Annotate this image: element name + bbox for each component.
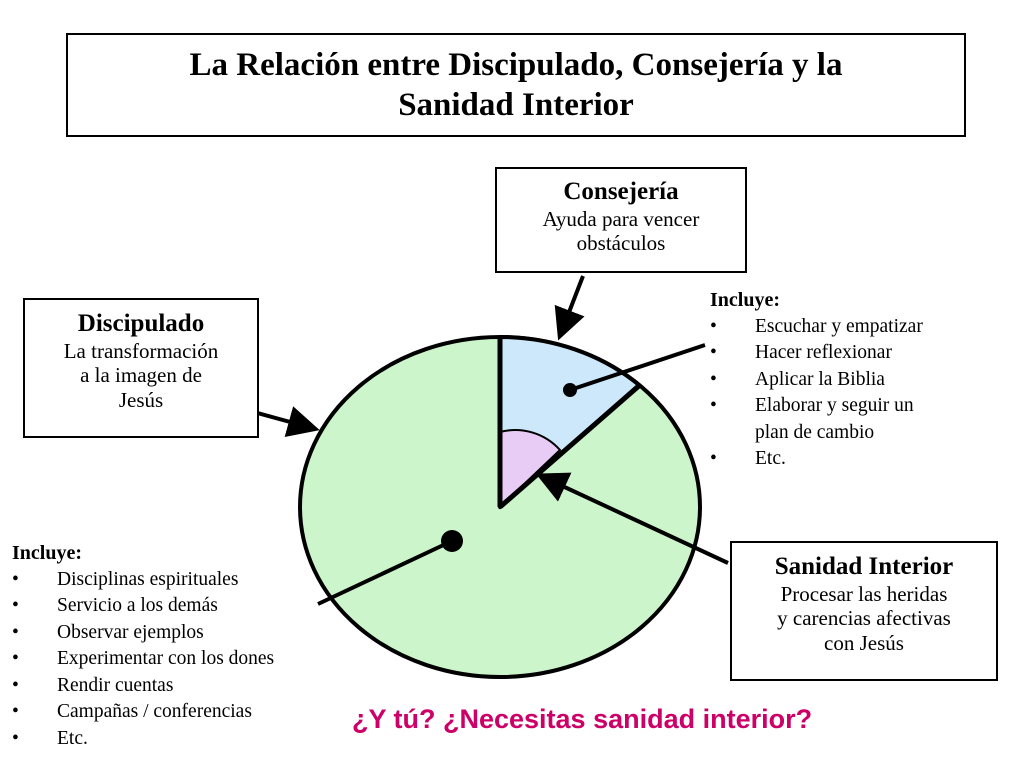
list-item-text: Etc. xyxy=(57,727,88,749)
list-item-text: Etc. xyxy=(755,448,786,469)
list-item: • Experimentar con los dones xyxy=(12,646,274,673)
discipleship-box: Discipulado La transformación a la image… xyxy=(23,298,259,438)
list-item-text: Servicio a los demás xyxy=(57,595,218,616)
counseling-arrow xyxy=(554,275,585,341)
discipleship-desc-line: a la imagen de xyxy=(80,363,202,388)
list-item-text: Escuchar y empatizar xyxy=(755,315,923,337)
list-item: • Servicio a los demás xyxy=(12,593,274,620)
list-item-text: Observar ejemplos xyxy=(57,621,204,643)
discipleship-dot xyxy=(441,530,463,552)
bullet-icon: • xyxy=(710,395,717,416)
bullet-icon: • xyxy=(12,648,19,669)
inner-healing-desc-line: Procesar las heridas xyxy=(780,581,948,606)
discipleship-desc-line: La transformación xyxy=(63,338,219,363)
inner-healing-desc-line: y carencias afectivas xyxy=(777,606,951,631)
title-box: La Relación entre Discipulado, Consejerí… xyxy=(66,33,966,137)
bullet-icon: • xyxy=(710,342,717,363)
list-item: • Campañas / conferencias xyxy=(12,699,274,726)
counseling-list-title: Incluye: xyxy=(710,289,780,311)
list-item: • Rendir cuentas xyxy=(12,673,274,700)
inner-healing-heading: Sanidad Interior xyxy=(774,553,954,580)
counseling-desc-line: Ayuda para vencer xyxy=(542,206,700,231)
bullet-icon: • xyxy=(12,674,19,696)
inner-healing-desc-line: con Jesús xyxy=(824,631,904,656)
counseling-dot xyxy=(563,383,577,397)
closing-question: ¿Y tú? ¿Necesitas sanidad interior? xyxy=(352,704,813,734)
list-item-text: Experimentar con los dones xyxy=(57,648,275,669)
bullet-icon: • xyxy=(710,315,717,337)
list-item-text: Rendir cuentas xyxy=(57,674,174,696)
inner-healing-box: Sanidad Interior Procesar las heridas y … xyxy=(730,541,998,681)
list-item-text: Campañas / conferencias xyxy=(57,701,252,722)
list-item: • Etc. xyxy=(12,726,274,753)
inner-healing-arrow xyxy=(535,472,729,565)
bullet-icon: • xyxy=(12,595,19,616)
bullet-icon: • xyxy=(12,701,19,722)
discipleship-list-pointer xyxy=(317,539,453,606)
wedge-line-diagonal xyxy=(498,383,642,509)
discipleship-list-title: Incluye: xyxy=(12,542,82,564)
list-item-continuation: plan de cambio xyxy=(710,420,923,447)
title-line-2: Sanidad Interior xyxy=(398,86,634,123)
bullet-icon: • xyxy=(710,448,717,469)
counseling-desc-line: obstáculos xyxy=(576,231,666,256)
counseling-heading: Consejería xyxy=(563,178,679,205)
list-item: • Aplicar la Biblia xyxy=(710,367,923,394)
list-item-text: Hacer reflexionar xyxy=(755,342,892,363)
list-item-text: plan de cambio xyxy=(755,421,875,443)
list-item: • Observar ejemplos xyxy=(12,620,274,647)
list-item-text: Disciplinas espirituales xyxy=(57,568,239,590)
counseling-list: Incluye: • Escuchar y empatizar • Hacer re… xyxy=(710,287,923,473)
discipleship-heading: Discipulado xyxy=(77,310,205,337)
title-line-1: La Relación entre Discipulado, Consejerí… xyxy=(189,47,843,83)
bullet-icon: • xyxy=(12,568,19,590)
discipleship-list: Incluye: • Disciplinas espirituales • Serv… xyxy=(12,540,274,752)
bullet-icon: • xyxy=(710,368,717,390)
list-item: • Hacer reflexionar xyxy=(710,340,923,367)
bullet-icon: • xyxy=(12,727,19,749)
discipleship-desc-line: Jesús xyxy=(118,388,164,413)
bullet-icon: • xyxy=(12,621,19,643)
list-item: • Disciplinas espirituales xyxy=(12,567,274,594)
list-item-text: Elaborar y seguir un xyxy=(755,395,914,416)
counseling-list-pointer xyxy=(569,343,706,392)
counseling-box: Consejería Ayuda para vencer obstáculos xyxy=(495,167,747,273)
list-item: • Etc. xyxy=(710,446,923,473)
list-item: • Escuchar y empatizar xyxy=(710,314,923,341)
list-item-text: Aplicar la Biblia xyxy=(755,368,885,390)
inner-healing-wedge xyxy=(499,429,562,510)
list-item: • Elaborar y seguir un xyxy=(710,393,923,420)
